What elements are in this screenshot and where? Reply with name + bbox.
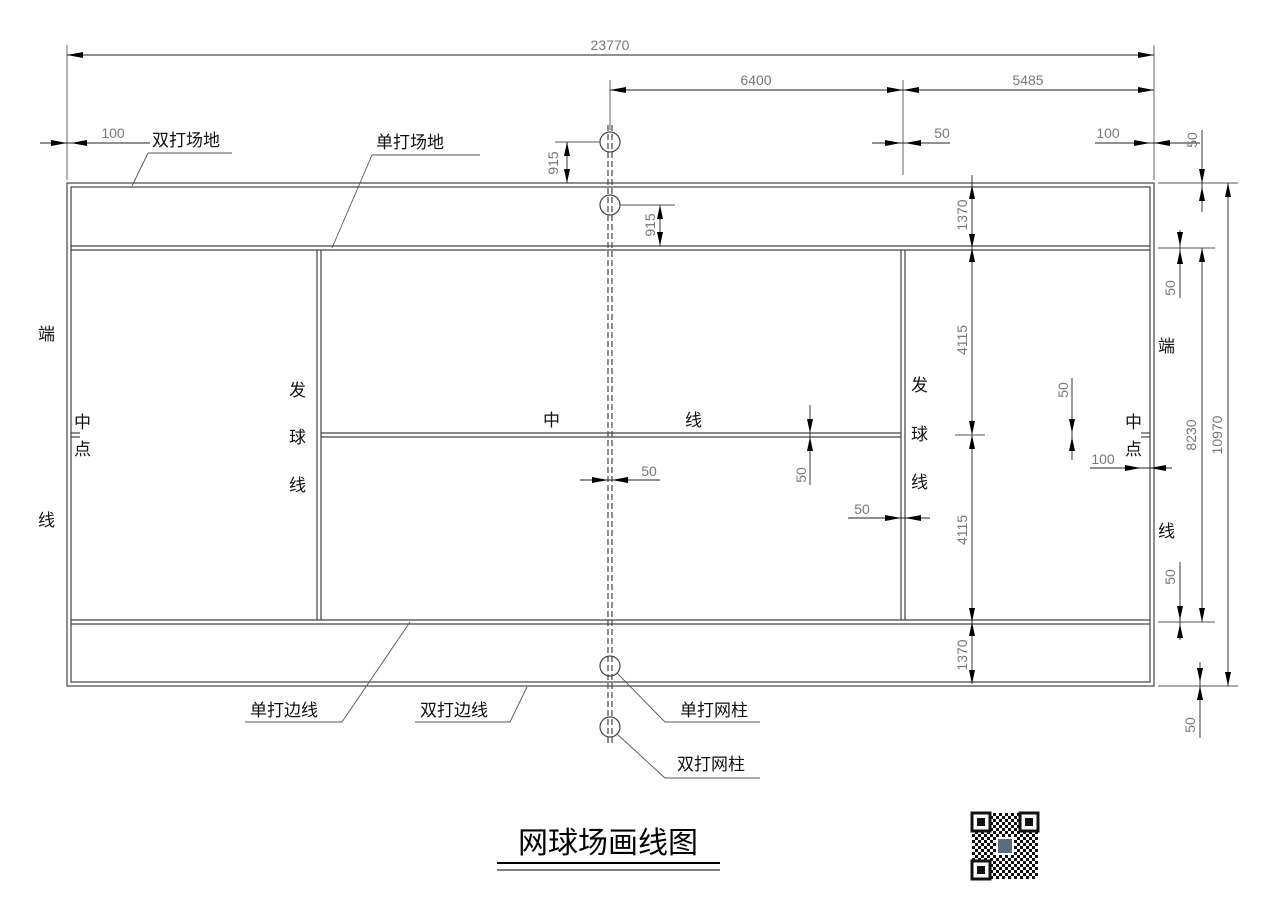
dim-1370-bottom-text: 1370 (954, 639, 970, 670)
dim-widths-center: 1370 4115 4115 1370 (954, 175, 985, 684)
net-line (607, 125, 613, 745)
center-line-label-a: 中 (543, 411, 560, 431)
doubles-court-text: 双打场地 (152, 131, 220, 151)
label-singles-sideline: 单打边线 (245, 621, 411, 723)
service-line-right-3: 线 (911, 473, 928, 493)
label-doubles-post: 双打网柱 (616, 733, 760, 779)
dim-total-length-text: 23770 (591, 37, 630, 53)
service-line-left-1: 发 (289, 381, 306, 401)
dim-center-mark-100-text: 100 (1091, 451, 1115, 467)
doubles-post-bottom (599, 716, 621, 738)
dim-doubles-post-offset: 915 (545, 141, 600, 183)
center-marks (71, 432, 1150, 438)
dim-service-line-50-text: 50 (854, 501, 870, 517)
dim-service-length-text: 6400 (740, 72, 771, 88)
dim-915-singles-text: 915 (642, 213, 658, 237)
singles-post-bottom (599, 655, 621, 677)
dim-915-doubles-text: 915 (545, 151, 561, 175)
singles-post-top (599, 194, 621, 216)
court-outline (66, 182, 1155, 687)
dim-total-length: 23770 (66, 37, 1155, 180)
singles-court-text: 单打场地 (376, 133, 444, 153)
baseline-right-bottom: 线 (1158, 522, 1175, 542)
dim-50-top-right-text: 50 (1184, 132, 1200, 148)
label-singles-post: 单打网柱 (616, 672, 760, 723)
center-line-label-b: 线 (685, 411, 702, 431)
dim-50-right-c-text: 50 (1182, 717, 1198, 733)
dim-4115-bottom-text: 4115 (954, 515, 970, 545)
dim-100-right-text: 100 (1096, 125, 1120, 141)
dim-service-length: 6400 5485 (609, 72, 1154, 175)
doubles-sideline-text: 双打边线 (420, 701, 488, 721)
page-title: 网球场画线图 (518, 826, 698, 861)
baseline-left-bottom: 线 (38, 511, 55, 531)
baseline-right-top: 端 (1158, 337, 1175, 357)
singles-sideline-text: 单打边线 (250, 701, 318, 721)
center-mark-left-1: 中 (74, 413, 91, 433)
dim-center-mark: 50 100 (1055, 378, 1172, 471)
dim-50-right-b-text: 50 (1162, 569, 1178, 585)
center-mark-right-2: 点 (1125, 440, 1142, 460)
dim-center-mark-50-text: 50 (1055, 382, 1071, 398)
singles-sidelines (71, 245, 1150, 625)
dim-top-line-widths: 100 50 100 (40, 125, 1200, 146)
dim-50-right-a-text: 50 (1162, 280, 1178, 296)
center-mark-left-2: 点 (74, 440, 91, 460)
center-mark-right-1: 中 (1125, 413, 1142, 433)
dim-center-line-50h-text: 50 (641, 463, 657, 479)
singles-post-text: 单打网柱 (680, 701, 748, 721)
doubles-post-text: 双打网柱 (677, 755, 745, 775)
dim-50-service-text: 50 (934, 125, 950, 141)
dim-4115-top-text: 4115 (954, 325, 970, 355)
dim-right-side: 10970 8230 50 50 50 50 (1158, 130, 1238, 738)
dim-1370-top-text: 1370 (954, 199, 970, 230)
service-line-right-2: 球 (911, 425, 928, 445)
dim-back-court-text: 5485 (1012, 72, 1043, 88)
dim-10970-text: 10970 (1209, 415, 1225, 454)
service-line-left-3: 线 (289, 476, 306, 496)
dim-100-left-text: 100 (101, 125, 125, 141)
dim-singles-post-offset: 915 (620, 204, 675, 246)
doubles-post-top (599, 131, 621, 153)
service-line-right-1: 发 (911, 376, 928, 396)
label-doubles-sideline: 双打边线 (415, 686, 528, 723)
service-line-left-2: 球 (289, 428, 306, 448)
qr-code-icon[interactable] (970, 811, 1040, 881)
center-service-line (321, 432, 901, 438)
service-lines (316, 250, 906, 620)
dim-8230-text: 8230 (1183, 419, 1199, 450)
dim-center-line-50v-text: 50 (793, 467, 809, 483)
dim-service-line: 50 (848, 501, 930, 521)
title-block: 网球场画线图 (497, 826, 720, 871)
dim-center-line: 50 50 (580, 405, 813, 485)
label-doubles-court: 双打场地 (131, 131, 232, 187)
baseline-left-top: 端 (38, 325, 55, 345)
label-singles-court: 单打场地 (331, 133, 480, 249)
